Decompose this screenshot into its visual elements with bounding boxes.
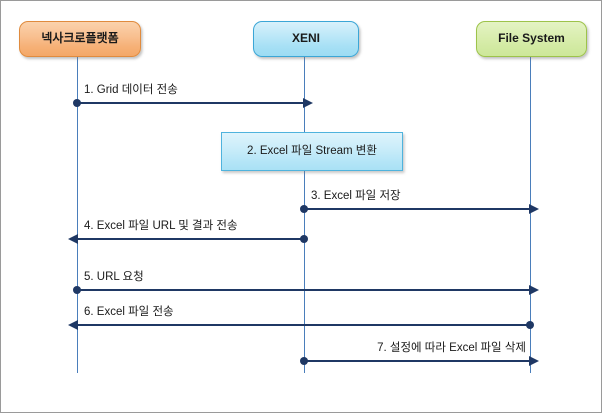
lifeline-nexacro xyxy=(77,57,78,373)
message-line xyxy=(77,289,530,291)
message-label-6: 6. Excel 파일 전송 xyxy=(84,306,174,319)
message-line xyxy=(304,208,530,210)
participant-label-xeni: XENI xyxy=(291,31,320,46)
participant-label-filesystem: File System xyxy=(498,31,565,46)
message-source-dot xyxy=(73,286,81,294)
message-source-dot xyxy=(300,235,308,243)
activation-label: 2. Excel 파일 Stream 변환 xyxy=(247,144,377,157)
message-label-4: 4. Excel 파일 URL 및 결과 전송 xyxy=(84,220,238,233)
message-line xyxy=(77,324,530,326)
message-arrowhead xyxy=(529,285,539,295)
message-source-dot xyxy=(300,205,308,213)
participant-label-nexacro: 넥사크로플랫폼 xyxy=(41,31,119,46)
activation-excel-stream-convert[interactable]: 2. Excel 파일 Stream 변환 xyxy=(221,132,403,171)
message-arrowhead xyxy=(68,320,78,330)
message-arrowhead xyxy=(303,98,313,108)
message-label-1: 1. Grid 데이터 전송 xyxy=(84,84,178,97)
message-arrowhead xyxy=(68,234,78,244)
message-source-dot xyxy=(73,99,81,107)
participant-xeni[interactable]: XENI xyxy=(253,21,359,57)
participant-filesystem[interactable]: File System xyxy=(476,21,587,57)
lifeline-xeni xyxy=(304,57,305,373)
message-line xyxy=(304,360,530,362)
message-source-dot xyxy=(300,357,308,365)
message-arrowhead xyxy=(529,356,539,366)
message-line xyxy=(77,238,304,240)
message-label-7: 7. 설정에 따라 Excel 파일 삭제 xyxy=(377,342,526,355)
message-label-3: 3. Excel 파일 저장 xyxy=(311,190,401,203)
message-source-dot xyxy=(526,321,534,329)
message-label-5: 5. URL 요청 xyxy=(84,271,144,284)
message-line xyxy=(77,102,304,104)
message-arrowhead xyxy=(529,204,539,214)
participant-nexacro[interactable]: 넥사크로플랫폼 xyxy=(19,21,141,57)
lifeline-filesystem xyxy=(530,57,531,373)
